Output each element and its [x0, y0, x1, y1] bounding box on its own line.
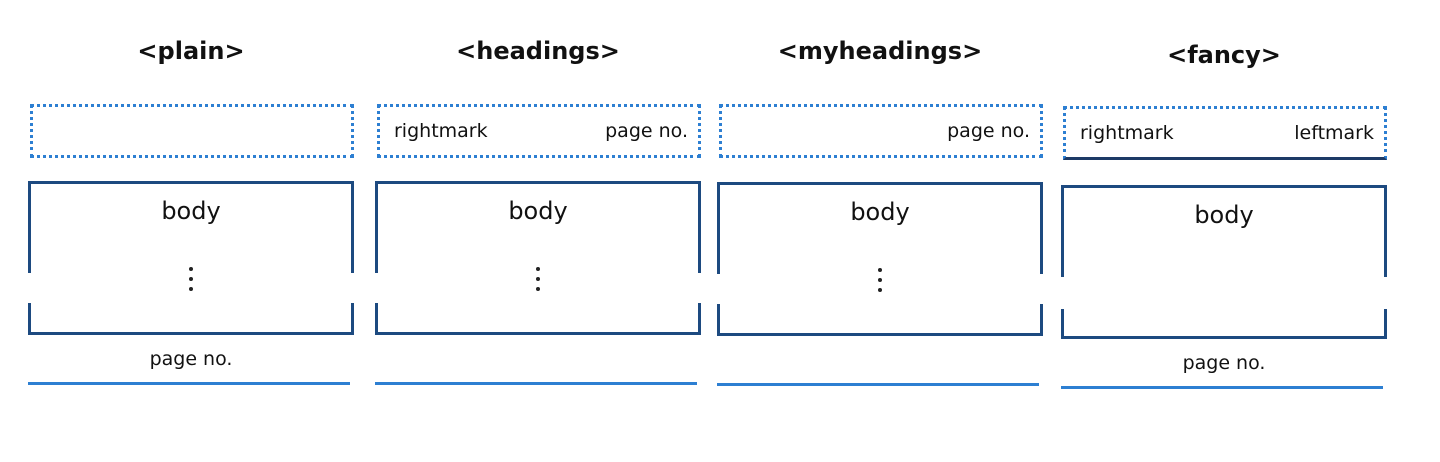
header-box: rightmark page no. [377, 104, 701, 158]
footer-text: page no. [1182, 352, 1266, 374]
header-box: page no. [719, 104, 1043, 158]
style-plain: <plain> body page no. [28, 0, 354, 462]
footer-line [28, 382, 350, 385]
style-title: <plain> [137, 37, 245, 65]
vertical-ellipsis-icon [189, 267, 193, 291]
style-fancy: <fancy> rightmark leftmark body page no. [1061, 0, 1387, 462]
body-label: body [508, 197, 568, 225]
footer-text: page no. [149, 348, 233, 370]
header-right-text: leftmark [1294, 122, 1374, 144]
style-title: <headings> [456, 37, 620, 65]
vertical-ellipsis-icon [536, 267, 540, 291]
header-left-text: rightmark [394, 120, 488, 142]
style-title: <myheadings> [777, 37, 983, 65]
header-box: rightmark leftmark [1063, 106, 1387, 160]
body-box: body [1061, 185, 1387, 339]
body-box: body [717, 182, 1043, 336]
body-box: body [375, 181, 701, 335]
header-right-text: page no. [605, 120, 688, 142]
style-myheadings: <myheadings> page no. body [717, 0, 1043, 462]
style-title: <fancy> [1167, 41, 1281, 69]
body-label: body [1194, 201, 1254, 229]
footer-line [375, 382, 697, 385]
footer-line [1061, 386, 1383, 389]
header-box [30, 104, 354, 158]
body-label: body [850, 198, 910, 226]
header-right-text: page no. [947, 120, 1030, 142]
footer-line [717, 383, 1039, 386]
vertical-ellipsis-icon [878, 268, 882, 292]
header-left-text: rightmark [1080, 122, 1174, 144]
body-label: body [161, 197, 221, 225]
body-box: body [28, 181, 354, 335]
style-headings: <headings> rightmark page no. body [375, 0, 701, 462]
